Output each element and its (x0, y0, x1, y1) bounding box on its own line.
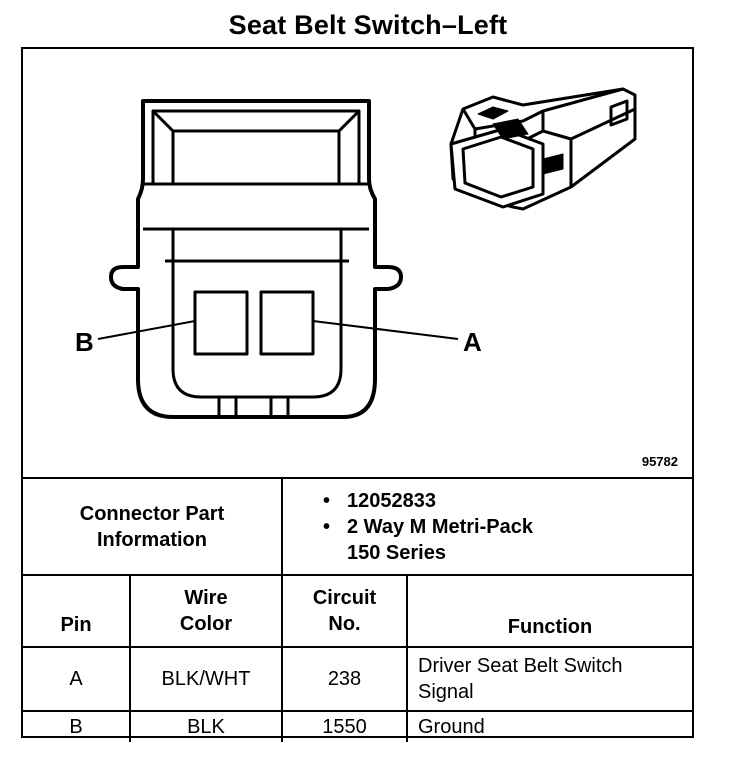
connector-description-line1: 2 Way M Metri-Pack (347, 515, 533, 538)
function-line2: Signal (418, 681, 474, 703)
part-number-item: • 12052833 (323, 488, 692, 514)
header-wire-line1: Wire (184, 587, 228, 609)
bullet-icon: • (323, 489, 331, 512)
function-cell: Driver Seat Belt Switch Signal (406, 646, 692, 712)
connector-description-item: • 2 Way M Metri-Pack (323, 514, 692, 540)
header-circuit-line1: Circuit (312, 587, 377, 609)
circuit-cell: 238 (281, 646, 408, 712)
wire-color-cell: BLK/WHT (129, 646, 283, 712)
function-cell: Ground (406, 710, 692, 742)
pin-cell: B (23, 710, 131, 742)
connector-info-table: Connector Part Information • 12052833 • … (23, 477, 692, 742)
connector-diagram: B A (75, 87, 637, 419)
part-number: 12052833 (347, 489, 436, 512)
header-circuit-line2: No. (328, 613, 361, 635)
table-row: B BLK 1550 Ground (23, 710, 692, 742)
header-wire-color: Wire Color (129, 574, 283, 648)
table-row: A BLK/WHT 238 Driver Seat Belt Switch Si… (23, 646, 692, 712)
figure-number: 95782 (641, 454, 678, 469)
header-wire-line2: Color (179, 613, 233, 635)
table-header-row: Pin Wire Color Circuit No. Function (23, 574, 692, 648)
header-pin: Pin (23, 574, 131, 648)
header-circuit: Circuit No. (281, 574, 408, 648)
bullet-icon: • (323, 515, 331, 538)
connector-description-line2: 150 Series (347, 541, 446, 564)
pin-b-leader (97, 320, 196, 340)
function-line1: Driver Seat Belt Switch (418, 655, 623, 677)
diagram-title: Seat Belt Switch–Left (228, 10, 508, 40)
connector-frame: B A 95782 Connector Part Inf (21, 47, 694, 742)
connector-description-item-cont: 150 Series (323, 540, 692, 566)
pin-a-label: A (463, 327, 482, 357)
connector-isometric-drawing (449, 87, 637, 211)
connector-face-drawing (109, 99, 403, 419)
header-function: Function (406, 574, 692, 648)
connector-part-label-line1: Connector Part (79, 502, 225, 525)
pin-a-leader (312, 320, 459, 340)
connector-part-label-line2: Information (97, 528, 207, 551)
pin-cell: A (23, 646, 131, 712)
pin-b-label: B (75, 327, 94, 357)
connector-part-info-values: • 12052833 • 2 Way M Metri-Pack 150 Seri… (281, 477, 692, 576)
connector-part-info-label: Connector Part Information (23, 477, 283, 576)
wire-color-cell: BLK (129, 710, 283, 742)
circuit-cell: 1550 (281, 710, 408, 742)
